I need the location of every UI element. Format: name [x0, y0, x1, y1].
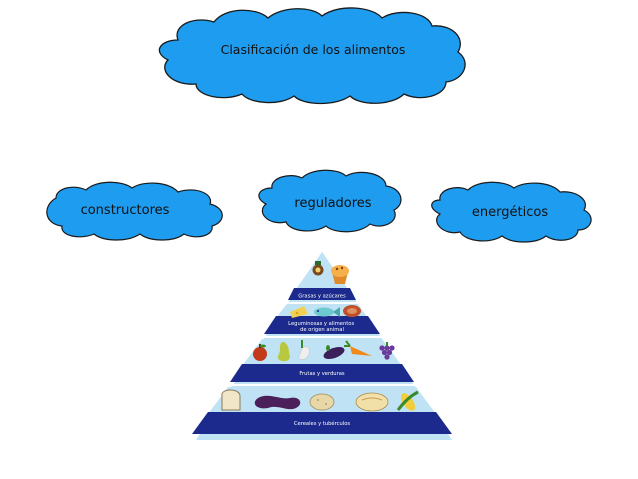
pear-icon	[277, 342, 290, 362]
label-leguminosas: Leguminosas y alimentos de origen animal	[288, 321, 356, 333]
fish-icon	[314, 307, 340, 317]
eggplant-icon	[323, 345, 345, 360]
label-reguladores: reguladores	[294, 196, 371, 211]
band-frutas	[230, 364, 414, 382]
label-leguminosas-line1: Leguminosas y alimentos	[288, 321, 354, 327]
food-pyramid: Grasas y azúcares Leguminosas y alimento…	[192, 248, 452, 446]
label-leguminosas-line2: de origen animal	[300, 327, 344, 333]
band-grasas	[288, 288, 356, 300]
corn-icon	[396, 390, 419, 411]
cheese-icon	[290, 306, 308, 318]
label-energeticos: energéticos	[472, 205, 548, 220]
cloud-constructores-shape	[46, 181, 223, 241]
beans-icon	[254, 395, 301, 410]
cloud-reguladores: reguladores	[258, 169, 402, 233]
cupcake-icon	[331, 265, 349, 284]
cloud-constructores: constructores	[46, 181, 223, 241]
chili-icon	[298, 340, 310, 360]
bread-icon	[221, 389, 241, 411]
root-cloud-shape	[158, 7, 466, 105]
potato-icon	[309, 393, 335, 411]
bun-icon	[355, 392, 389, 412]
cloud-energeticos: energéticos	[431, 181, 592, 243]
carrot-icon	[344, 340, 372, 356]
connector-lines	[126, 86, 519, 194]
root-cloud: Clasificación de los alimentos	[158, 7, 466, 105]
candy-icon	[312, 261, 324, 276]
label-frutas: Frutas y verduras	[299, 371, 345, 377]
band-leguminosas	[264, 316, 380, 334]
root-label: Clasificación de los alimentos	[221, 42, 406, 57]
cloud-energeticos-shape	[431, 181, 592, 243]
apple-icon	[253, 344, 267, 361]
band-cereales	[192, 412, 452, 434]
cloud-reguladores-shape	[258, 169, 402, 233]
grapes-icon	[379, 342, 395, 360]
meat-icon	[343, 305, 361, 317]
label-constructores: constructores	[81, 203, 170, 218]
label-cereales: Cereales y tubérculos	[294, 420, 350, 427]
label-grasas: Grasas y azúcares	[298, 293, 346, 300]
